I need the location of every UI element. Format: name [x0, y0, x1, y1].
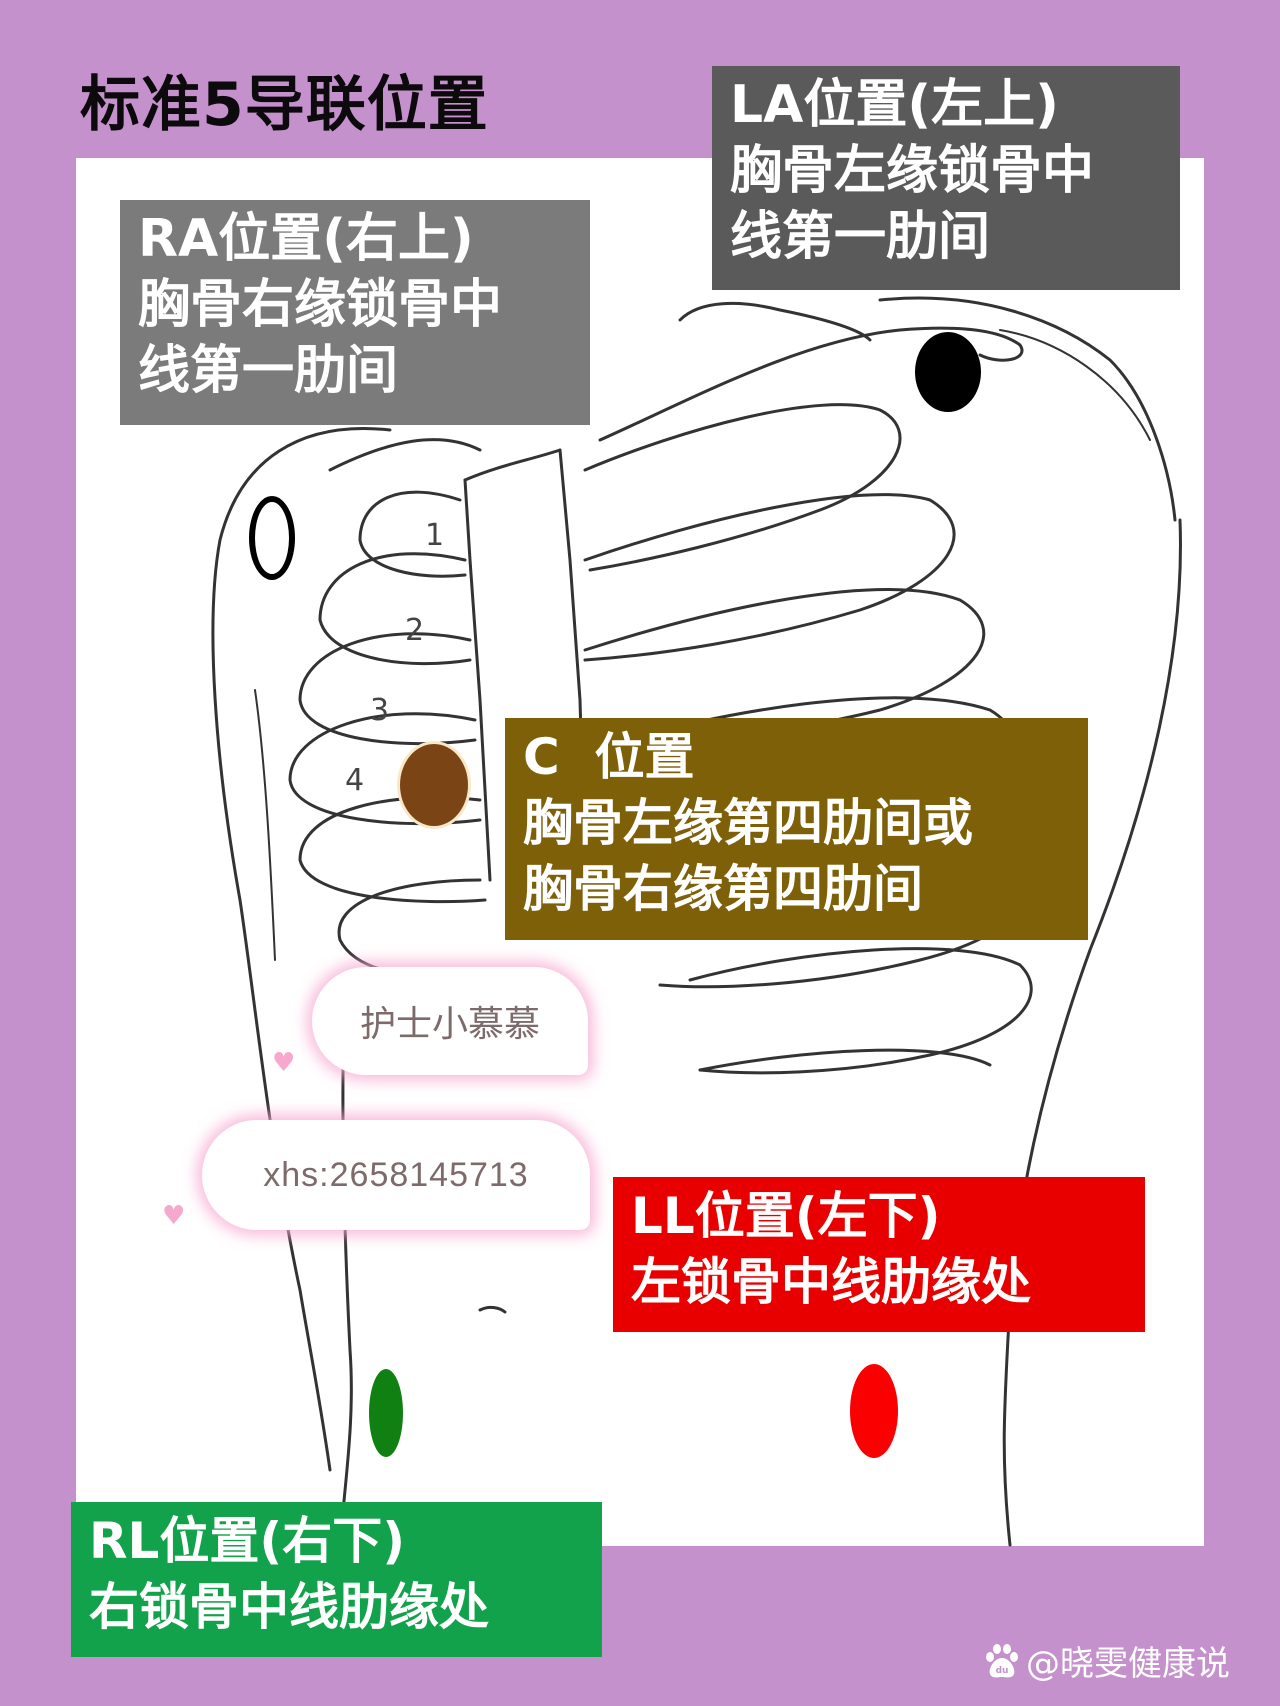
rib-number-2: 2: [405, 613, 424, 648]
rib-number-1: 1: [425, 518, 444, 553]
svg-text:du: du: [996, 1666, 1009, 1676]
rib-number-4: 4: [345, 763, 364, 798]
rl-electrode-marker: [369, 1369, 403, 1457]
la-description-line1: 胸骨左缘锁骨中: [730, 141, 1095, 201]
ll-electrode-marker: [850, 1364, 898, 1458]
ll-description-line1: 左锁骨中线肋缘处: [631, 1253, 1031, 1311]
author-id-bubble: xhs:2658145713: [202, 1120, 590, 1230]
la-label-box: LA位置(左上) 胸骨左缘锁骨中 线第一肋间: [712, 66, 1180, 290]
rl-description-line1: 右锁骨中线肋缘处: [89, 1578, 489, 1636]
c-heading: C 位置: [523, 728, 695, 786]
rib-number-3: 3: [370, 693, 389, 728]
ll-heading: LL位置(左下): [631, 1187, 941, 1245]
rl-heading: RL位置(右下): [89, 1512, 406, 1570]
c-description-line1: 胸骨左缘第四肋间或: [523, 794, 973, 852]
c-label-box: C 位置 胸骨左缘第四肋间或 胸骨右缘第四肋间: [505, 718, 1088, 940]
author-name-bubble: 护士小慕慕: [312, 967, 588, 1075]
la-heading: LA位置(左上): [730, 75, 1059, 135]
ra-description-line1: 胸骨右缘锁骨中: [138, 275, 503, 335]
watermark-text: @晓雯健康说: [1026, 1644, 1230, 1684]
ra-description-line2: 线第一肋间: [138, 341, 399, 401]
rl-label-box: RL位置(右下) 右锁骨中线肋缘处: [71, 1502, 602, 1657]
c-description-line2: 胸骨右缘第四肋间: [523, 860, 923, 918]
baidu-paw-icon: du: [986, 1643, 1018, 1677]
ra-heading: RA位置(右上): [138, 209, 474, 269]
ll-label-box: LL位置(左下) 左锁骨中线肋缘处: [613, 1177, 1145, 1332]
page-title: 标准5导联位置: [80, 70, 489, 140]
source-watermark: du @晓雯健康说: [982, 1636, 1230, 1685]
ra-label-box: RA位置(右上) 胸骨右缘锁骨中 线第一肋间: [120, 200, 590, 425]
heart-icon: ♥: [272, 1048, 296, 1078]
la-electrode-marker: [915, 332, 981, 412]
heart-icon: ♥: [162, 1201, 186, 1231]
la-description-line2: 线第一肋间: [730, 207, 991, 267]
ra-electrode-marker: [249, 496, 295, 580]
c-electrode-marker: [400, 744, 468, 826]
